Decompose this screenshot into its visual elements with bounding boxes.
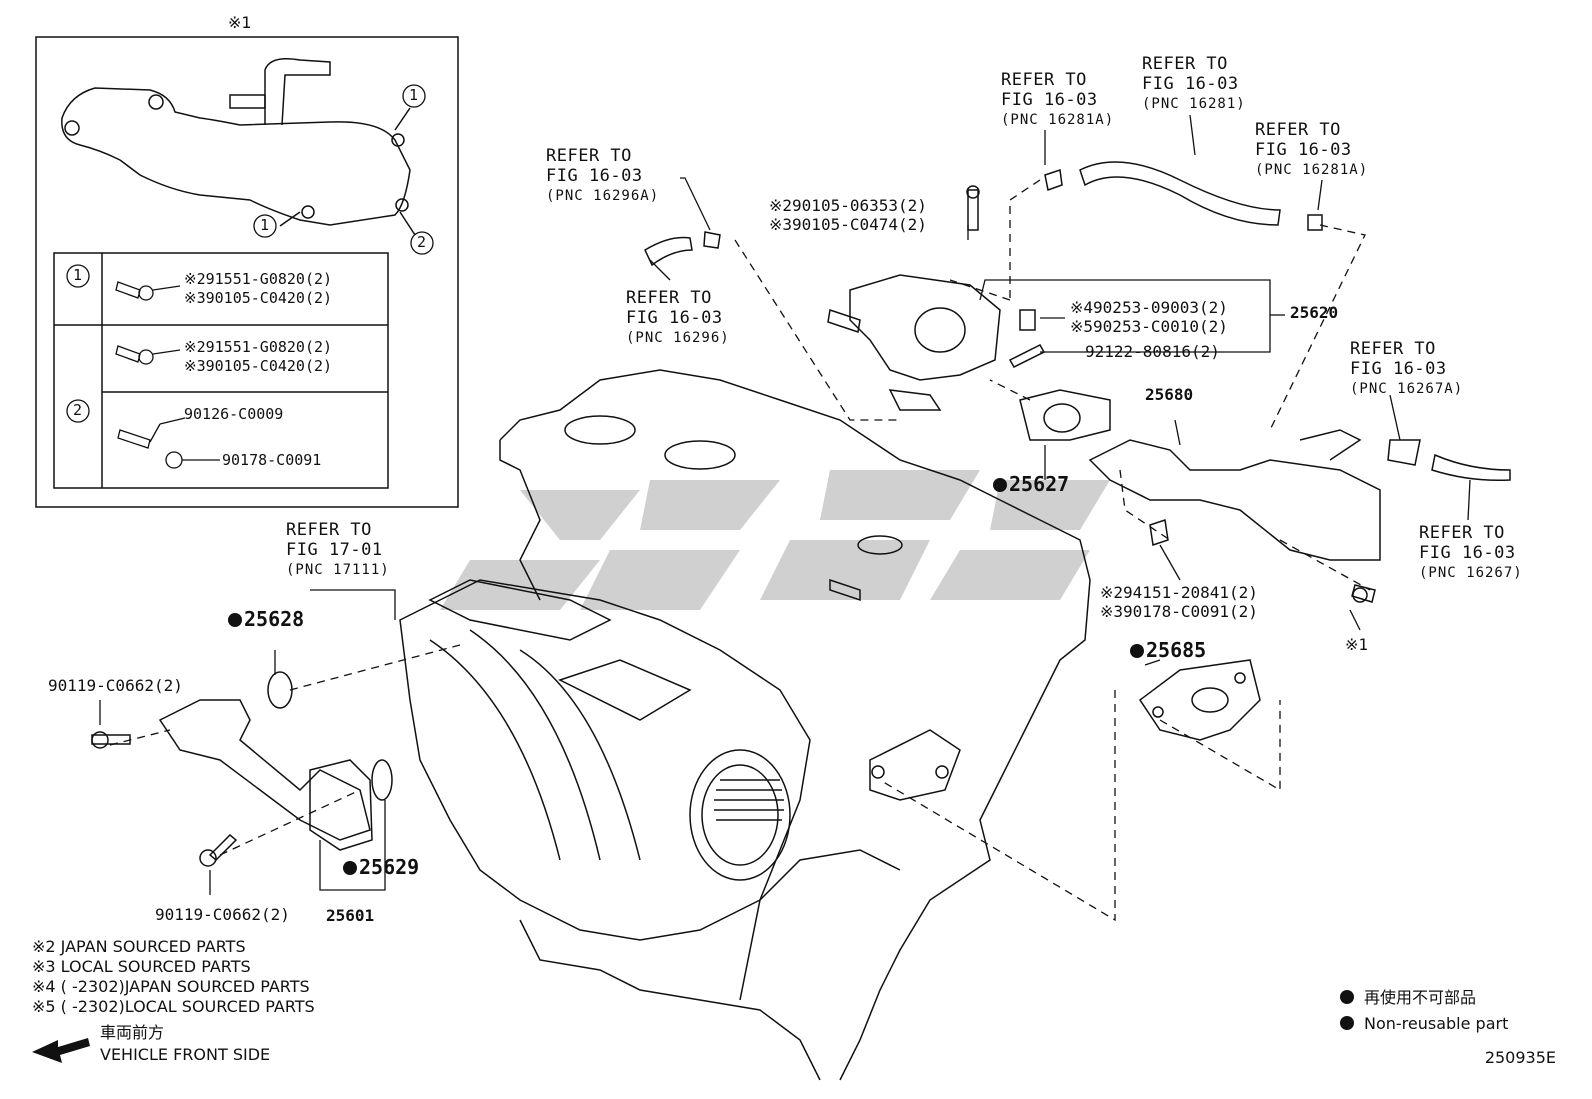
refer-line: REFER TO — [286, 520, 372, 540]
legend-en-row: Non-reusable part — [1340, 1011, 1508, 1037]
legend-en: Non-reusable part — [1364, 1014, 1509, 1033]
front-en: VEHICLE FRONT SIDE — [100, 1045, 271, 1064]
pn-nut-2: ※390178-C0091(2) — [1100, 602, 1258, 621]
pn-mark-1: ※1 — [1345, 635, 1369, 654]
refer-16267a: REFER TO FIG 16-03 (PNC 16267A) — [1350, 339, 1463, 399]
refer-line: FIG 16-03 — [1001, 90, 1098, 110]
pn-bolt-upper-1: ※290105-06353(2) — [769, 196, 927, 215]
refer-line: FIG 16-03 — [1142, 74, 1239, 94]
vehicle-front-label: 車両前方 VEHICLE FRONT SIDE — [100, 1022, 270, 1066]
pn-25629: 25629 — [343, 855, 419, 879]
table-row2-line2: ※390105-C0420(2) — [184, 357, 333, 375]
hoses-drawing — [644, 161, 1511, 482]
pn-stud: 92122-80816(2) — [1085, 342, 1220, 361]
front-jp: 車両前方 — [100, 1023, 165, 1042]
refer-16296: REFER TO FIG 16-03 (PNC 16296) — [626, 288, 730, 348]
dashed-leaders — [109, 179, 1371, 922]
egr-valve-drawing — [827, 185, 1421, 741]
refer-line: FIG 16-03 — [1350, 359, 1447, 379]
note-line: ※5 ( -2302)LOCAL SOURCED PARTS — [32, 997, 315, 1016]
table-row3-line1: 90126-C0009 — [184, 405, 284, 423]
refer-line: (PNC 16281A) — [1001, 112, 1115, 128]
refer-line: REFER TO — [1350, 339, 1436, 359]
legend-jp: 再使用不可部品 — [1364, 988, 1477, 1007]
pn-25685-text: 25685 — [1146, 638, 1207, 662]
pn-bolt-left-2: 90119-C0662(2) — [155, 905, 290, 924]
sourcing-notes: ※2 JAPAN SOURCED PARTS ※3 LOCAL SOURCED … — [32, 937, 315, 1017]
refer-line: (PNC 16296A) — [546, 188, 660, 204]
refer-line: FIG 17-01 — [286, 540, 383, 560]
refer-16281a-left: REFER TO FIG 16-03 (PNC 16281A) — [1001, 70, 1114, 130]
watermark-logo — [440, 470, 1110, 610]
table-row2-line1: ※291551-G0820(2) — [184, 338, 333, 356]
legend-dot-icon — [1340, 990, 1354, 1004]
refer-line: (PNC 16267) — [1419, 565, 1523, 581]
non-reusable-dot — [993, 478, 1007, 492]
refer-line: (PNC 17111) — [286, 562, 390, 578]
engine-block-outline — [499, 369, 1091, 1081]
legend: 再使用不可部品 Non-reusable part — [1340, 985, 1508, 1037]
refer-line: REFER TO — [1142, 54, 1228, 74]
refer-line: (PNC 16281) — [1142, 96, 1246, 112]
solid-leaders — [99, 114, 1471, 895]
pn-25601: 25601 — [326, 906, 375, 925]
pn-bolt-left-1: 90119-C0662(2) — [48, 676, 183, 695]
non-reusable-dot — [228, 613, 242, 627]
inset-title: ※1 — [228, 13, 252, 32]
inset-callouts — [66, 84, 434, 423]
refer-line: REFER TO — [1001, 70, 1087, 90]
refer-line: REFER TO — [626, 288, 712, 308]
table-row1-line1: ※291551-G0820(2) — [184, 270, 333, 288]
refer-line: FIG 16-03 — [1255, 140, 1352, 160]
non-reusable-dot — [343, 861, 357, 875]
pn-pin-2: ※590253-C0010(2) — [1070, 317, 1228, 336]
table-row3-line2: 90178-C0091 — [222, 451, 322, 469]
pn-25620: 25620 — [1290, 303, 1339, 322]
intake-manifold-drawing — [399, 579, 811, 941]
pn-25629-text: 25629 — [359, 855, 420, 879]
refer-line: REFER TO — [1255, 120, 1341, 140]
inset-box — [35, 36, 459, 508]
legend-jp-row: 再使用不可部品 — [1340, 985, 1508, 1011]
table-key-1: 1 — [73, 266, 83, 284]
table-row1-line2: ※390105-C0420(2) — [184, 289, 333, 307]
pn-25627-text: 25627 — [1009, 472, 1070, 496]
refer-16296a: REFER TO FIG 16-03 (PNC 16296A) — [546, 146, 659, 206]
refer-line: REFER TO — [546, 146, 632, 166]
refer-line: REFER TO — [1419, 523, 1505, 543]
pn-25685: 25685 — [1130, 638, 1206, 662]
inset-egr-cooler-drawing — [61, 58, 416, 236]
vehicle-front-arrow — [32, 1038, 90, 1063]
refer-line: FIG 16-03 — [626, 308, 723, 328]
callout-1-top: 1 — [409, 86, 419, 104]
pn-pin-1: ※490253-09003(2) — [1070, 298, 1228, 317]
egr-pipe-drawing — [91, 671, 393, 867]
figure-number: 250935E — [1484, 1048, 1556, 1067]
refer-line: (PNC 16267A) — [1350, 381, 1464, 397]
pn-25680: 25680 — [1145, 385, 1194, 404]
pn-25628: 25628 — [228, 607, 304, 631]
legend-dot-icon — [1340, 1016, 1354, 1030]
pn-nut-1: ※294151-20841(2) — [1100, 583, 1258, 602]
callout-1-bottom: 1 — [260, 216, 270, 234]
refer-16281a-right: REFER TO FIG 16-03 (PNC 16281A) — [1255, 120, 1368, 180]
pn-25627: 25627 — [993, 472, 1069, 496]
note-line: ※4 ( -2302)JAPAN SOURCED PARTS — [32, 977, 310, 996]
refer-17111: REFER TO FIG 17-01 (PNC 17111) — [286, 520, 390, 580]
refer-16281: REFER TO FIG 16-03 (PNC 16281) — [1142, 54, 1246, 114]
note-line: ※2 JAPAN SOURCED PARTS — [32, 937, 246, 956]
pn-25628-text: 25628 — [244, 607, 305, 631]
refer-line: FIG 16-03 — [1419, 543, 1516, 563]
refer-16267: REFER TO FIG 16-03 (PNC 16267) — [1419, 523, 1523, 583]
refer-line: (PNC 16296) — [626, 330, 730, 346]
pn-bolt-upper-2: ※390105-C0474(2) — [769, 215, 927, 234]
non-reusable-dot — [1130, 644, 1144, 658]
table-key-2: 2 — [73, 401, 83, 419]
refer-line: FIG 16-03 — [546, 166, 643, 186]
inset-fasteners — [115, 281, 220, 469]
refer-line: (PNC 16281A) — [1255, 162, 1369, 178]
note-line: ※3 LOCAL SOURCED PARTS — [32, 957, 251, 976]
callout-2: 2 — [417, 233, 427, 251]
